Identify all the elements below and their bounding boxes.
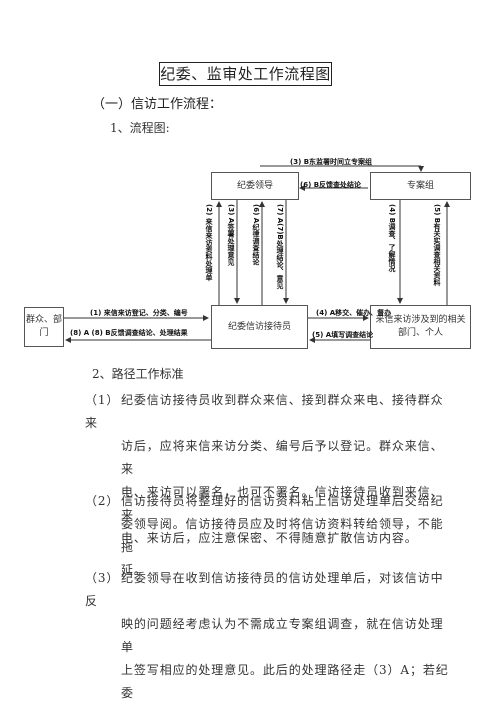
flowchart-heading: 1、流程图: — [110, 121, 170, 135]
paragraph-line: 纪委领导在收到信访接待员的信访处理单后，对该信访中反 — [85, 571, 444, 608]
paragraph-line: 映的问题经考虑认为不需成立专案组调查，就在信访处理单 — [121, 617, 444, 654]
label-8: (8) A (8) B反馈调查结论、处理结果 — [70, 329, 188, 337]
label-4a: (4) A移交、催办、督办 — [316, 309, 392, 317]
standard-paragraph-3: （3）纪委领导在收到信访接待员的信访处理单后，对该信访中反 映的问题经考虑认为不… — [85, 567, 455, 705]
paragraph-line: 延。 — [121, 563, 147, 577]
box-task-group: 专案组 — [370, 172, 471, 200]
box-related: 来信来访涉及到的相关部门、个人 — [370, 305, 471, 349]
paragraph-line: 纪委信访接待员收到群众来信、接到群众来电、接待群众来 — [85, 393, 444, 430]
paragraph-line: 信访接待员将整理好的信访资料粘上信访处理单后交给纪 — [121, 494, 444, 508]
standard-paragraph-1: （1）纪委信访接待员收到群众来信、接到群众来电、接待群众来 访后，应将来信来访分… — [85, 389, 455, 550]
box-receptionist: 纪委信访接待员 — [211, 305, 308, 349]
paragraph-line: 电、来访可以署名，也可不署名。信访接待员收到来信、来 — [121, 485, 444, 522]
label-v7: (7) A(7)B处理结论、意见 — [276, 204, 284, 289]
standard-heading: 2、路径工作标准 — [92, 367, 184, 381]
paragraph-number: （1） — [85, 393, 120, 407]
paragraph-line: 上签写相应的处理意见。此后的处理路径走（3）A；若纪委 — [121, 663, 449, 700]
label-v5b: (5) B有关实调查相关资料 — [433, 204, 441, 287]
label-v2: (2) 来信来访资料处理单 — [205, 204, 213, 281]
paragraph-line: 委领导阅。信访接待员应及时将信访资料转给领导，不能拖 — [121, 517, 444, 554]
label-v4b: (4) B调查、了解情况 — [388, 204, 396, 273]
paragraph-number: （3） — [85, 571, 120, 585]
paragraph-line: 访后，应将来信来访分类、编号后予以登记。群众来信、来 — [121, 439, 444, 476]
label-6b: (6) B反馈查处结论 — [300, 181, 362, 189]
label-v6a: (6) A纪律调查结论 — [252, 204, 260, 266]
paragraph-number: （2） — [85, 494, 120, 508]
label-1: (1) 来信来访登记、分类、编号 — [90, 309, 188, 317]
label-5a: (5) A填写调查结论 — [312, 331, 374, 339]
page-title: 纪委、监审处工作流程图 — [159, 62, 332, 86]
standard-paragraph-2: （2）信访接待员将整理好的信访资料粘上信访处理单后交给纪 委领导阅。信访接待员应… — [85, 490, 455, 582]
box-public: 群众、部门 — [24, 307, 64, 347]
flowchart: 纪委领导 专案组 群众、部门 纪委信访接待员 来信来访涉及到的相关部门、个人 (… — [24, 158, 471, 349]
label-v3a: (3) A签署处理意见 — [227, 204, 235, 266]
flowchart-connectors — [64, 165, 450, 343]
section-heading: （一）信访工作流程： — [92, 97, 223, 112]
label-3b: (3) B东监署时间立专案组 — [290, 158, 373, 166]
paragraph-line: 电、来访后，应注意保密、不得随意扩散信访内容。 — [121, 531, 418, 545]
box-leader: 纪委领导 — [211, 172, 299, 200]
